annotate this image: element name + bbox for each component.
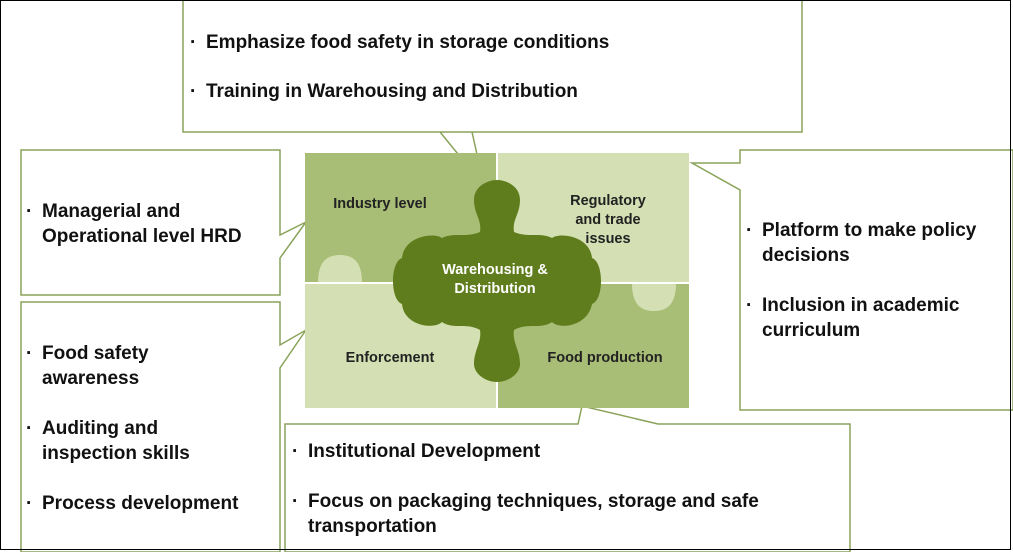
callout-right: Platform to make policy decisions Inclus…	[742, 218, 1004, 343]
callout-bottom: Institutional Development Focus on packa…	[288, 439, 843, 539]
label-food-production: Food production	[547, 350, 663, 366]
callout-top-item-2: Training in Warehousing and Distribution	[186, 79, 786, 104]
knob-left	[318, 255, 362, 283]
callout-right-box	[689, 149, 1013, 411]
callout-top-item-1: Emphasize food safety in storage conditi…	[186, 30, 786, 55]
callout-bottom-item-2: Focus on packaging techniques, storage a…	[288, 489, 828, 539]
callout-right-item-2: Inclusion in academic curriculum	[742, 293, 992, 343]
callout-bottom-item-1: Institutional Development	[288, 439, 843, 464]
label-regulatory-trade: Regulatory and trade issues	[570, 193, 646, 247]
callout-left-top-item-1: Managerial and Operational level HRD	[22, 199, 272, 249]
callout-left-bottom-item-1: Food safety awareness	[22, 341, 192, 391]
label-industry-level: Industry level	[333, 196, 427, 212]
label-center-warehousing: Warehousing & Distribution	[442, 262, 548, 297]
callout-left-bottom: Food safety awareness Auditing and inspe…	[22, 341, 272, 516]
label-enforcement: Enforcement	[345, 350, 435, 366]
center-piece	[393, 180, 601, 382]
callout-left-bottom-item-3: Process development	[22, 491, 272, 516]
callout-left-bottom-item-2: Auditing and inspection skills	[22, 416, 232, 466]
callout-left-top: Managerial and Operational level HRD	[22, 199, 272, 249]
callout-top: Emphasize food safety in storage conditi…	[186, 30, 786, 104]
callout-right-item-1: Platform to make policy decisions	[742, 218, 1004, 268]
knob-right	[632, 283, 676, 311]
